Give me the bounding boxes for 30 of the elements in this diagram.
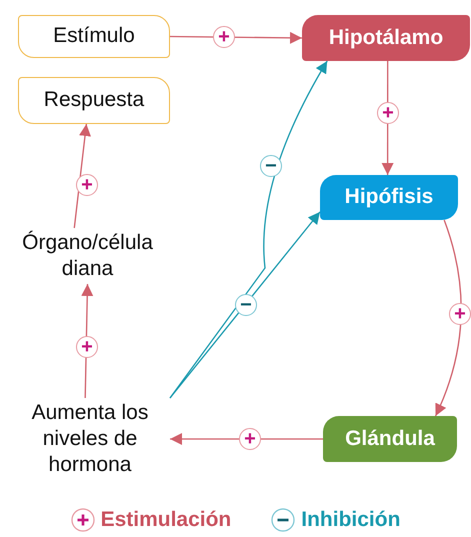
edge-label: + <box>377 102 399 124</box>
edge-label: + <box>449 303 471 325</box>
node-text: Hipófisis <box>344 184 434 210</box>
node-text: Órgano/célula diana <box>21 230 154 282</box>
edge-label: + <box>239 428 261 450</box>
process-box <box>302 15 470 61</box>
arrow <box>169 60 328 398</box>
arrow <box>434 220 462 416</box>
arrow <box>170 212 320 398</box>
edge-label: + <box>76 336 98 358</box>
node-text: Estímulo <box>53 23 135 50</box>
arrow <box>81 284 94 398</box>
legend-text: Inhibición <box>301 508 400 532</box>
node-text: Respuesta <box>44 87 144 114</box>
node-text: Glándula <box>345 426 435 452</box>
process-box <box>323 416 457 462</box>
edge-label: + <box>76 174 98 196</box>
edge-label: + <box>213 26 235 48</box>
node-text: Hipotálamo <box>328 24 444 51</box>
process-box <box>18 15 170 58</box>
process-box <box>18 77 170 124</box>
arrow <box>74 124 91 228</box>
edge-label: − <box>260 155 282 177</box>
node-text: Aumenta los niveles de hormona <box>30 400 150 478</box>
legend-text: Estimulación <box>100 508 232 532</box>
arrow <box>382 61 394 175</box>
edge-label: − <box>235 294 257 316</box>
process-box <box>320 175 458 220</box>
arrow <box>170 32 302 44</box>
arrow <box>170 433 323 445</box>
